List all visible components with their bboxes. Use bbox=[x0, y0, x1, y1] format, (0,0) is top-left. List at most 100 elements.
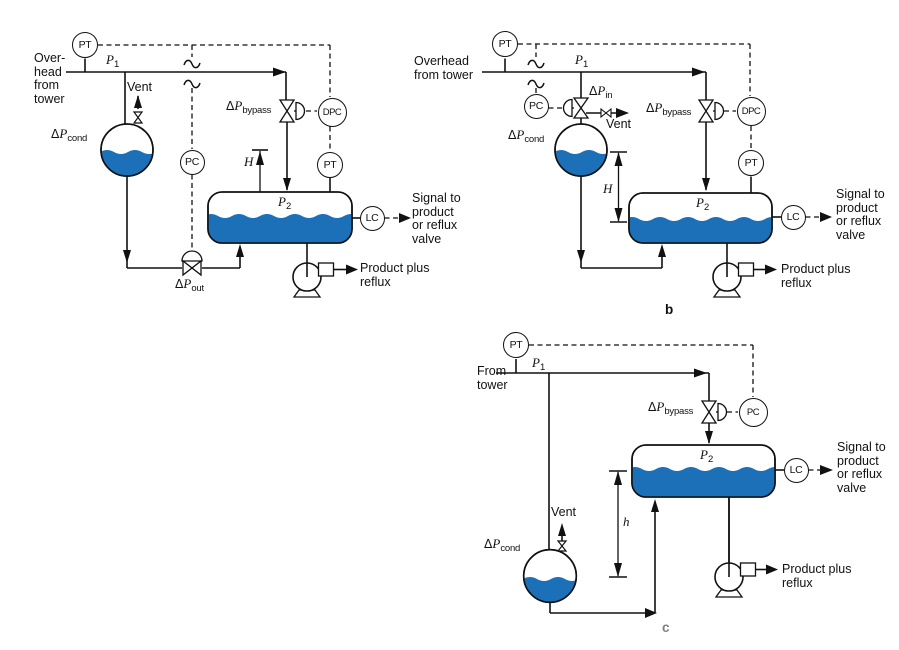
p1-label-a: P1 bbox=[106, 52, 120, 70]
condenser-liquid-a bbox=[101, 150, 153, 176]
instrument-dpc-a: DPC bbox=[317, 97, 347, 127]
instrument-pc-b: PC bbox=[523, 93, 549, 119]
source-label-b: Overhead from tower bbox=[414, 54, 474, 82]
flow-arrow bbox=[645, 608, 657, 618]
dp-cond-label-c: ΔPcond bbox=[484, 536, 521, 554]
flow-arrow bbox=[658, 244, 666, 257]
h-dimension-c bbox=[609, 470, 627, 578]
height-label-b: H bbox=[603, 181, 613, 196]
line-break-squiggle bbox=[183, 79, 201, 89]
flow-arrow bbox=[692, 67, 705, 77]
instrument-dpc-b: DPC bbox=[736, 96, 766, 126]
signal-arrow-a bbox=[399, 213, 411, 223]
condenser-liquid-c bbox=[523, 577, 577, 603]
caption-c: c bbox=[662, 620, 670, 635]
dp-bypass-label-c: ΔPbypass bbox=[648, 399, 694, 417]
dp-cond-label-a: ΔPcond bbox=[51, 126, 88, 144]
overhead-line-b bbox=[482, 71, 707, 100]
vent-arrow-c bbox=[558, 523, 566, 536]
diagram-b bbox=[482, 43, 832, 298]
signal-lines-b bbox=[518, 43, 820, 218]
signal-label-a: Signal to product or reflux valve bbox=[412, 191, 461, 246]
vent-arrow-a bbox=[134, 95, 142, 108]
p2-label-c: P2 bbox=[700, 447, 714, 465]
line-break-squiggle bbox=[183, 59, 201, 69]
instrument-lc-a: LC bbox=[359, 205, 385, 231]
vent-valve-a bbox=[132, 111, 144, 124]
flow-arrow bbox=[236, 244, 244, 257]
flow-arrow bbox=[702, 178, 710, 191]
dp-bypass-label-a: ΔPbypass bbox=[226, 98, 272, 116]
flow-arrow bbox=[577, 250, 585, 263]
bypass-control-valve-a bbox=[278, 99, 296, 123]
instrument-pt-c: PT bbox=[503, 332, 529, 358]
instrument-pt-b: PT bbox=[492, 31, 518, 57]
instrument-pt-drum-a: PT bbox=[317, 152, 343, 178]
flow-arrow bbox=[694, 368, 707, 378]
p2-label-b: P2 bbox=[696, 195, 710, 213]
source-label-c: From tower bbox=[477, 364, 508, 392]
condenser-outlet-c bbox=[549, 512, 656, 614]
dp-out-label-a: ΔPout bbox=[175, 276, 204, 294]
drum-liquid-b bbox=[629, 217, 772, 243]
p2-label-a: P2 bbox=[278, 194, 292, 212]
dp-cond-label-b: ΔPcond bbox=[508, 127, 545, 145]
overhead-line-a bbox=[66, 71, 287, 100]
product-label-b: Product plus reflux bbox=[781, 262, 851, 290]
signal-label-c: Signal to product or reflux valve bbox=[837, 440, 886, 495]
vent-label-a: Vent bbox=[127, 80, 153, 94]
height-label-c: h bbox=[623, 514, 630, 529]
valve-actuator-dome-a bbox=[181, 250, 203, 262]
bypass-control-valve-c bbox=[700, 400, 718, 424]
condenser-outlet-a bbox=[126, 176, 241, 269]
vent-valve-c bbox=[556, 540, 568, 552]
overhead-line-c bbox=[496, 372, 710, 401]
caption-b: b bbox=[665, 302, 674, 317]
dp-in-label-b: ΔPin bbox=[589, 83, 613, 101]
signal-lines-c bbox=[529, 344, 820, 471]
h-dimension-b bbox=[610, 151, 627, 223]
outlet-control-valve-a bbox=[182, 259, 202, 277]
height-label-a: H bbox=[244, 154, 254, 169]
condenser-liquid-b bbox=[555, 150, 607, 176]
flow-arrow bbox=[273, 67, 286, 77]
line-break-squiggle bbox=[527, 79, 545, 89]
valve-actuator-c bbox=[717, 402, 728, 422]
flow-arrow bbox=[705, 431, 713, 444]
valve-actuator-a bbox=[295, 101, 306, 121]
vent-label-b: Vent bbox=[606, 117, 632, 131]
instrument-pt-drum-b: PT bbox=[738, 150, 764, 176]
vent-label-c: Vent bbox=[551, 505, 577, 519]
flow-arrow bbox=[283, 178, 291, 191]
dp-bypass-label-b: ΔPbypass bbox=[646, 100, 692, 118]
flow-arrow bbox=[123, 250, 131, 263]
diagram-c bbox=[496, 344, 833, 618]
instrument-pc-a: PC bbox=[179, 149, 205, 175]
vent-valve-b bbox=[600, 107, 612, 119]
vent-arrow-b bbox=[616, 108, 629, 118]
flow-arrow bbox=[651, 499, 659, 512]
instrument-lc-c: LC bbox=[783, 457, 809, 483]
bypass-control-valve-b bbox=[697, 99, 715, 123]
instrument-pt-a: PT bbox=[72, 32, 98, 58]
signal-lines-a bbox=[98, 44, 399, 250]
line-break-squiggle bbox=[527, 59, 545, 69]
signal-arrow-b bbox=[820, 212, 832, 222]
pump-b bbox=[712, 243, 777, 298]
p1-label-c: P1 bbox=[532, 355, 546, 373]
source-label-a: Over- head from tower bbox=[34, 51, 66, 106]
pump-a bbox=[292, 243, 358, 298]
instrument-pc-c: PC bbox=[738, 397, 768, 427]
inlet-control-valve-b bbox=[572, 97, 590, 119]
drum-liquid-c bbox=[632, 467, 775, 497]
diagram-a bbox=[66, 44, 411, 298]
valve-actuator-b-inlet bbox=[562, 98, 573, 118]
instrument-lc-b: LC bbox=[780, 204, 806, 230]
drum-liquid-a bbox=[208, 214, 352, 243]
signal-arrow-c bbox=[820, 465, 833, 475]
pump-c bbox=[714, 497, 778, 598]
p1-label-b: P1 bbox=[575, 52, 589, 70]
product-label-c: Product plus reflux bbox=[782, 562, 852, 590]
